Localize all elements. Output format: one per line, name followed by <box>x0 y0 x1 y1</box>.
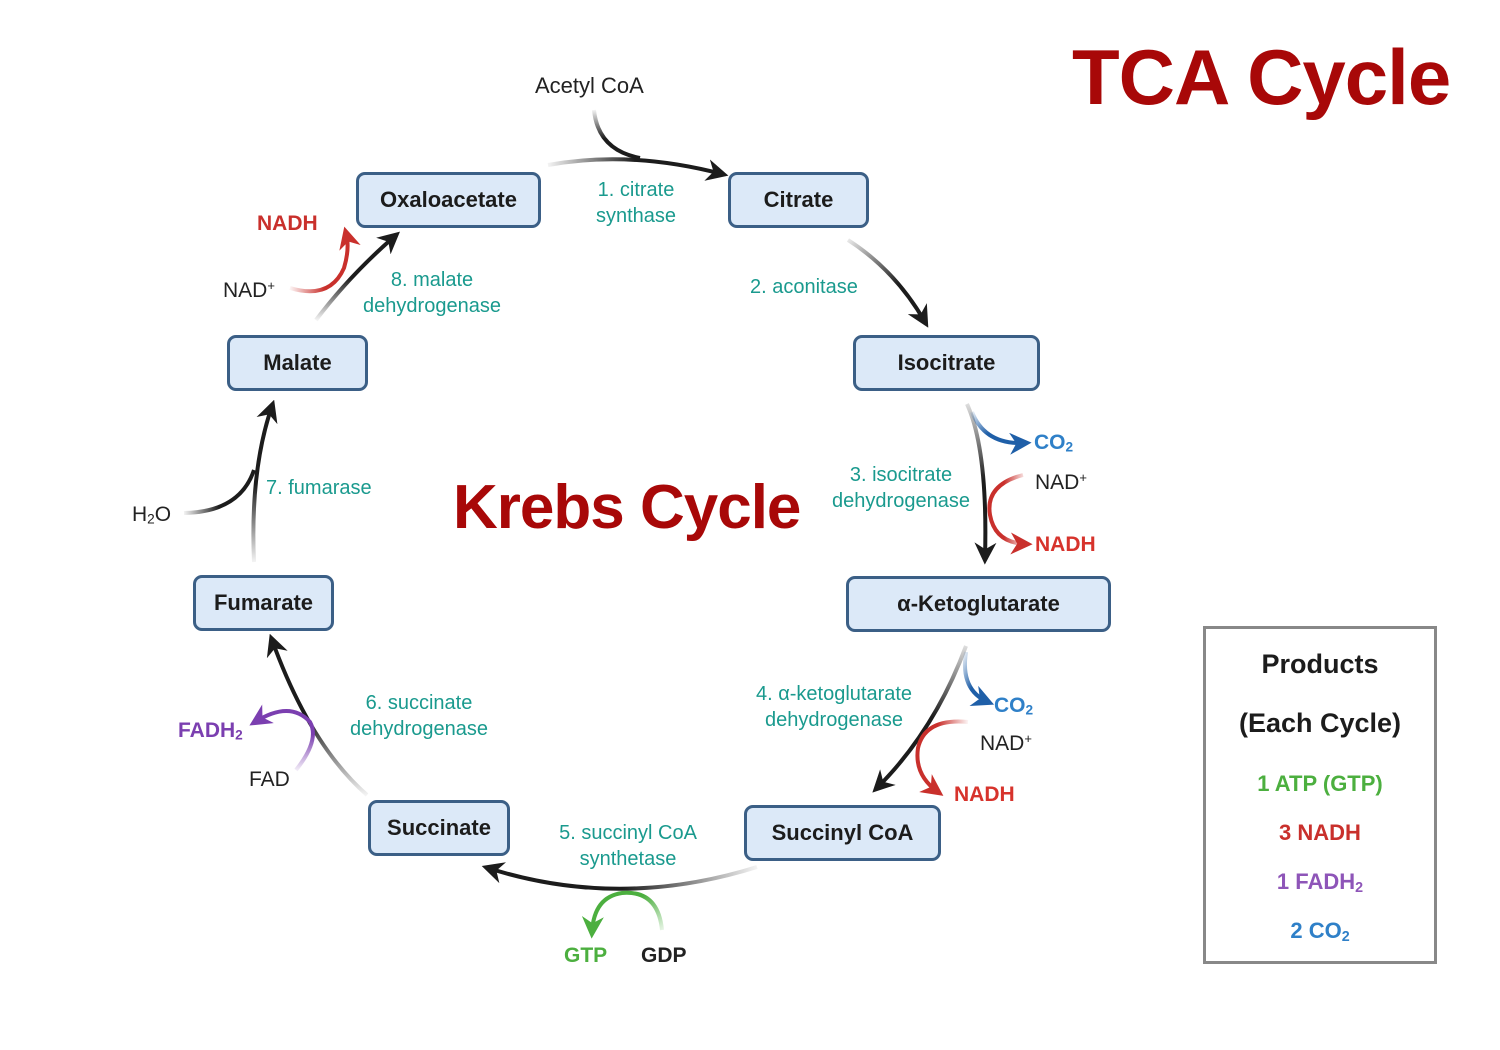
enzyme-5-line1: 5. succinyl CoA <box>559 822 697 844</box>
center-title: Krebs Cycle <box>453 473 801 542</box>
enzyme-6-line1: 6. succinate <box>365 692 473 714</box>
arrow-succinyl-coa-to-succinate <box>481 862 758 891</box>
nadh-label-step8: NADH <box>257 212 318 235</box>
enzyme-isocitrate-dehydrogenase: 3. isocitrate dehydrogenase <box>821 462 981 514</box>
arrow-nad-to-nadh-8 <box>289 226 361 294</box>
arrow-co2-release-3 <box>970 411 1032 455</box>
enzyme-ketoglutarate-dehydrogenase: 4. α-ketoglutarate dehydrogenase <box>742 681 926 733</box>
enzyme-3-line1: 3. isocitrate <box>849 464 953 486</box>
enzyme-citrate-synthase: 1. citrate synthase <box>575 177 697 229</box>
arrow-ketoglutarate-to-succinyl-coa <box>872 645 968 793</box>
arrow-co2-release-4 <box>963 651 995 707</box>
nad-label-step3: NAD+ <box>1035 470 1087 495</box>
enzyme-2-line1: 2. aconitase <box>750 276 858 298</box>
products-heading: Products <box>1261 649 1379 679</box>
enzyme-3-line2: dehydrogenase <box>832 490 970 512</box>
node-oxaloacetate: Oxaloacetate <box>356 172 541 228</box>
arrow-citrate-to-isocitrate <box>846 238 929 328</box>
nadh-label-step3: NADH <box>1035 533 1096 556</box>
co2-label-step3: CO2 <box>1034 431 1074 455</box>
products-subheading: (Each Cycle) <box>1238 708 1402 738</box>
node-succinyl-coa: Succinyl CoA <box>744 805 941 861</box>
product-item-co2: 2 CO2 <box>1290 918 1350 945</box>
nad-label-step8: NAD+ <box>223 278 275 303</box>
enzyme-aconitase: 2. aconitase <box>750 274 858 300</box>
node-succinate: Succinate <box>368 800 510 856</box>
arrow-oxaloacetate-to-citrate <box>547 157 729 181</box>
arrow-water-input-line <box>183 469 256 515</box>
enzyme-fumarase: 7. fumarase <box>266 475 372 501</box>
enzyme-8-line2: dehydrogenase <box>363 295 501 317</box>
fadh2-label: FADH2 <box>178 719 243 743</box>
acetyl-coa-label: Acetyl CoA <box>535 73 644 98</box>
enzyme-6-line2: dehydrogenase <box>350 718 488 740</box>
nadh-label-step4: NADH <box>954 783 1015 806</box>
fad-label: FAD <box>249 768 290 791</box>
node-fumarate: Fumarate <box>193 575 334 631</box>
enzyme-8-line1: 8. malate <box>390 269 474 291</box>
enzyme-succinate-dehydrogenase: 6. succinate dehydrogenase <box>340 690 498 742</box>
arrow-nad-to-nadh-3 <box>987 473 1033 555</box>
arrow-nad-to-nadh-4 <box>915 719 969 796</box>
enzyme-malate-dehydrogenase: 8. malate dehydrogenase <box>353 267 511 319</box>
node-malate: Malate <box>227 335 368 391</box>
enzyme-1-line2: synthase <box>595 205 677 227</box>
node-isocitrate: Isocitrate <box>853 335 1040 391</box>
product-item-atp: 1 ATP (GTP) <box>1257 771 1383 796</box>
enzyme-4-line2: dehydrogenase <box>765 709 903 731</box>
arrow-acetyl-coa-input <box>592 109 641 160</box>
water-label: H2O <box>132 503 172 527</box>
gdp-label: GDP <box>641 944 687 967</box>
enzyme-1-line1: 1. citrate <box>597 179 675 201</box>
arrow-fumarate-to-malate <box>251 399 278 563</box>
arrow-fad-to-fadh2 <box>249 704 315 772</box>
page-title: TCA Cycle <box>1072 33 1451 121</box>
enzyme-5-line2: synthetase <box>579 848 677 870</box>
arrow-malate-to-oxaloacetate <box>314 231 400 322</box>
enzyme-7-line1: 7. fumarase <box>266 477 372 499</box>
nad-label-step4: NAD+ <box>980 731 1032 756</box>
products-box: Products (Each Cycle) 1 ATP (GTP) 3 NADH… <box>1203 626 1437 964</box>
enzyme-4-line1: 4. α-ketoglutarate <box>755 683 913 705</box>
arrow-gdp-to-gtp <box>581 890 664 939</box>
product-item-nadh: 3 NADH <box>1279 820 1361 845</box>
enzyme-succinyl-coa-synthetase: 5. succinyl CoA synthetase <box>548 820 708 872</box>
node-citrate: Citrate <box>728 172 869 228</box>
product-item-fadh2: 1 FADH2 <box>1276 869 1364 896</box>
node-ketoglutarate: α-Ketoglutarate <box>846 576 1111 632</box>
co2-label-step4: CO2 <box>994 694 1034 718</box>
gtp-label: GTP <box>564 944 608 967</box>
